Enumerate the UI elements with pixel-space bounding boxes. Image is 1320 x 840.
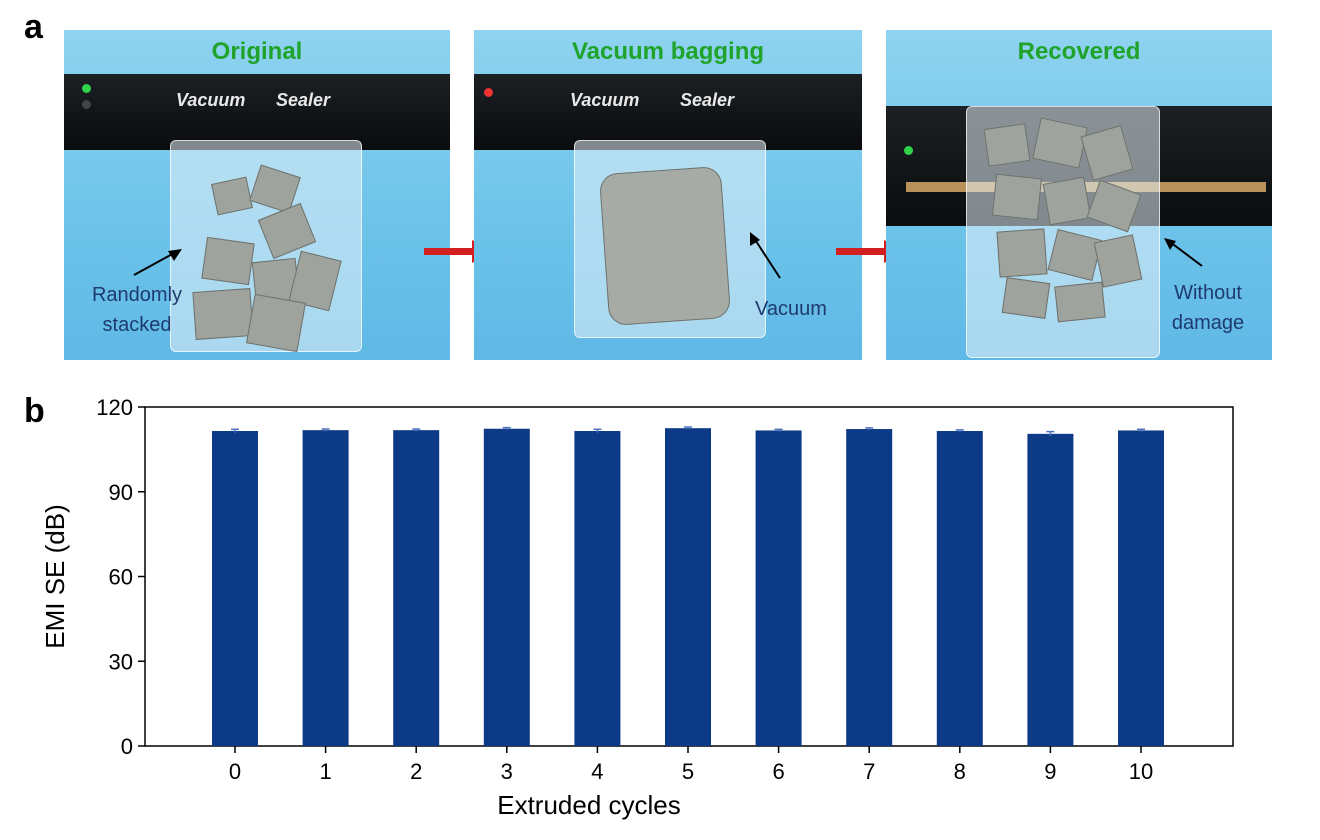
bar (302, 430, 349, 746)
sealer-brand-left: Vacuum (570, 90, 640, 110)
led-indicator (484, 88, 493, 97)
x-tick-label: 7 (863, 759, 875, 784)
annotation-line: Without (1174, 282, 1242, 304)
photo-original: Original Vacuum Sealer Randomly stacked (64, 30, 450, 360)
x-tick-label: 4 (591, 759, 603, 784)
sealer-brand-right: Sealer (276, 90, 331, 110)
y-axis-label: EMI SE (dB) (40, 504, 70, 648)
panel-b-label: b (24, 392, 45, 430)
y-tick-label: 90 (109, 480, 133, 505)
annotation-line: Randomly (91, 284, 183, 306)
photo-title: Vacuum bagging (571, 38, 765, 65)
photo-title: Original (211, 38, 303, 65)
bar (846, 429, 893, 746)
x-tick-label: 6 (772, 759, 784, 784)
annotation-line: stacked (102, 314, 172, 336)
pointer-arrow (133, 249, 182, 276)
x-axis-label: Extruded cycles (497, 790, 681, 820)
led-indicator (82, 84, 91, 93)
photo-recovered: Recovered Without damage (886, 30, 1272, 360)
photo-vacuum-bagging: Vacuum bagging Vacuum Sealer Vacuum (474, 30, 862, 360)
led-indicator (904, 146, 913, 155)
annotation-without-damage: Without damage (1148, 278, 1268, 338)
x-tick-label: 10 (1129, 759, 1153, 784)
annotation-vacuum: Vacuum (736, 294, 846, 324)
x-tick-label: 0 (229, 759, 241, 784)
annotation-line: damage (1171, 312, 1245, 334)
y-tick-label: 60 (109, 565, 133, 590)
x-tick-label: 1 (319, 759, 331, 784)
bar (1027, 433, 1074, 746)
bar (212, 431, 258, 746)
y-tick-label: 30 (109, 649, 133, 674)
y-tick-label: 120 (96, 395, 133, 420)
bar (483, 428, 530, 746)
bar (393, 430, 440, 746)
sealer-brand-left: Vacuum (176, 90, 246, 110)
vacuum-sealer: Vacuum Sealer (64, 74, 450, 150)
pointer-arrow (750, 232, 781, 279)
plot-frame (144, 406, 1234, 747)
led-indicator (82, 100, 91, 109)
annotation-line: Vacuum (755, 298, 827, 320)
panel-a-label: a (24, 8, 43, 46)
x-tick-label: 2 (410, 759, 422, 784)
sealer-brand-right: Sealer (680, 90, 735, 110)
bar (755, 430, 802, 746)
x-tick-label: 9 (1044, 759, 1056, 784)
x-tick-label: 5 (682, 759, 694, 784)
bar (574, 431, 621, 746)
annotation-randomly-stacked: Randomly stacked (70, 280, 204, 340)
pointer-arrow (1164, 238, 1203, 267)
x-tick-label: 3 (501, 759, 513, 784)
y-tick-label: 0 (121, 734, 133, 759)
x-tick-label: 8 (954, 759, 966, 784)
vacuum-sealer: Vacuum Sealer (474, 74, 862, 150)
bar (665, 428, 711, 746)
photo-title: Recovered (1017, 38, 1141, 65)
bar (936, 431, 983, 746)
bar (1118, 430, 1164, 746)
